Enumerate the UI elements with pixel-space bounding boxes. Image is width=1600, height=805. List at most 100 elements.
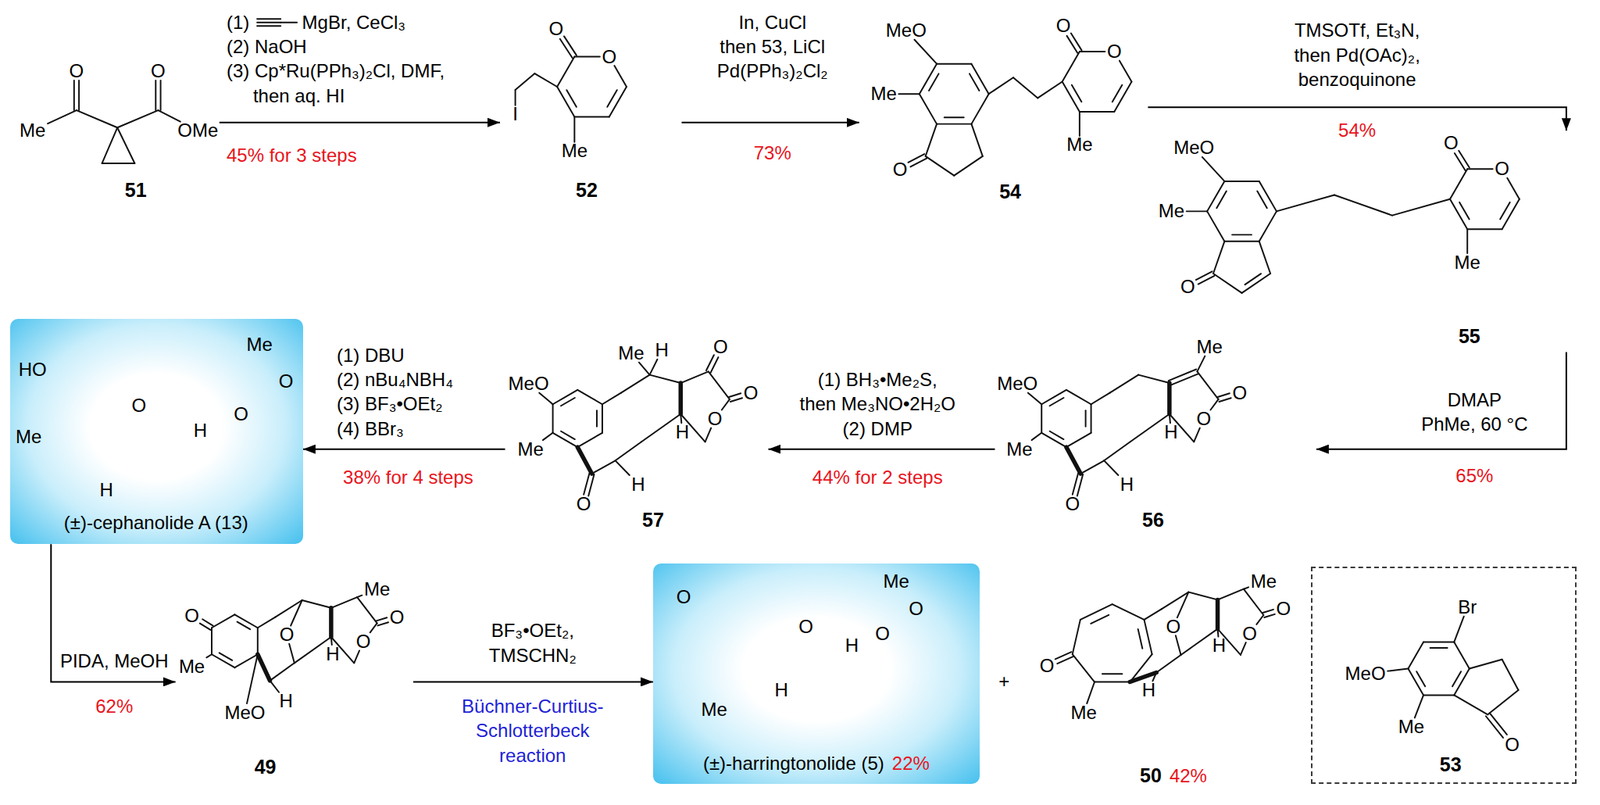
bond-line [1218, 397, 1231, 402]
atom-label: H [675, 422, 690, 442]
compound-number: 55 [1458, 325, 1481, 348]
atom-label: O [1504, 735, 1520, 754]
bond-line [1041, 432, 1067, 447]
yield-text: 65% [1455, 466, 1493, 486]
bond-line [269, 662, 294, 681]
bond-line [1207, 210, 1225, 241]
bond-line [328, 607, 333, 637]
bond-line [574, 56, 600, 58]
bond-line [1224, 180, 1259, 183]
atom-label: MeO [1345, 664, 1386, 683]
bond-line [925, 156, 955, 176]
bond-line [73, 80, 75, 111]
atom-label: H [845, 635, 859, 655]
bond-line [1196, 371, 1218, 400]
atom-label: Me [1398, 717, 1425, 736]
bond-line [1186, 210, 1208, 212]
bond-line [1215, 599, 1220, 629]
bond-line [944, 116, 965, 118]
bond-line [1072, 653, 1095, 682]
reagent-text: (1) BH₃•Me₂S, [817, 370, 938, 390]
atom-label: Me [882, 571, 909, 591]
compound-area: 55 [1142, 130, 1577, 352]
reaction-arrow [681, 121, 859, 124]
bond-line [1041, 389, 1067, 404]
atom-label: Me [19, 121, 46, 140]
bond-line [76, 110, 118, 128]
bond-line [910, 158, 927, 168]
bond-line [1188, 592, 1218, 600]
node-caption: (±)-harringtonolide (5)22% [703, 753, 930, 774]
compound-area: 57 [505, 336, 769, 531]
bond-line [1423, 693, 1454, 696]
atom-label: H [99, 480, 113, 500]
bond-line [919, 64, 937, 94]
bond-line [1090, 403, 1093, 433]
reagent-text: benzoquinone [1298, 70, 1417, 90]
bond-line [1430, 646, 1448, 649]
bond-line [1407, 668, 1424, 696]
bond-line [1259, 181, 1277, 211]
bond-line [1112, 85, 1122, 103]
atom-label: Me [561, 141, 588, 161]
bond-line [1177, 592, 1189, 618]
atom-label: O [389, 607, 405, 627]
atom-label: H [655, 340, 669, 360]
bond-line [1110, 375, 1140, 393]
bond-line [1262, 609, 1274, 613]
atom-label: O [576, 494, 592, 514]
bond-line [552, 403, 554, 433]
bond-line [1453, 616, 1465, 643]
bond-line [614, 65, 627, 87]
atom-label: O [132, 396, 147, 415]
bond-line [678, 382, 683, 415]
bond-line [357, 596, 377, 623]
reagent-text: then 53, LiCl [719, 37, 825, 57]
reagent-text: then aq. HI [253, 86, 345, 106]
atom-label: H [278, 691, 293, 711]
bond-line [234, 653, 258, 668]
bond-line [1217, 589, 1244, 600]
bond-line [1079, 50, 1105, 53]
bond-line [577, 432, 603, 447]
bond-line [1217, 628, 1220, 637]
yield-text: 45% for 3 steps [226, 146, 358, 165]
bond-line [1213, 241, 1225, 274]
atom-label: H [631, 475, 645, 494]
reaction-arrow [413, 680, 654, 683]
atom-label: Me [617, 343, 644, 363]
bond-line [257, 653, 271, 681]
atom-label: O [1232, 383, 1247, 403]
bond-line [1467, 167, 1493, 170]
bond-line [154, 80, 157, 111]
node-caption: (±)-cephanolide A (13) [64, 512, 249, 533]
bond-line [102, 162, 136, 165]
compound-number: 56 [1142, 509, 1165, 532]
bond-line [211, 614, 235, 628]
bond-line [1071, 33, 1083, 51]
bond-line [971, 64, 989, 94]
bond-line [1232, 233, 1252, 236]
atom-label: MeO [224, 703, 265, 722]
bond-line [1387, 668, 1408, 672]
bond-line [1072, 472, 1079, 495]
reagent-text: then Me₃NO•2H₂O [799, 394, 956, 414]
atom-label: O [1039, 656, 1055, 675]
bond-line [210, 627, 213, 654]
bond-line [936, 123, 972, 125]
bond-line [680, 414, 682, 423]
bond-line [378, 621, 390, 625]
bond-line [602, 392, 622, 405]
atom-label: HO [18, 360, 47, 379]
atom-label: H [193, 421, 208, 440]
bond-line [1414, 694, 1424, 718]
reagent-text: PhMe, 60 °C [1421, 414, 1528, 434]
reaction-arrow [50, 543, 175, 682]
yield-text: 38% for 4 steps [342, 467, 474, 487]
bond-line [577, 446, 592, 474]
bond-line [257, 617, 276, 629]
bond-line [621, 375, 650, 393]
bond-line [1450, 168, 1468, 199]
atom-label: O [1443, 133, 1459, 153]
